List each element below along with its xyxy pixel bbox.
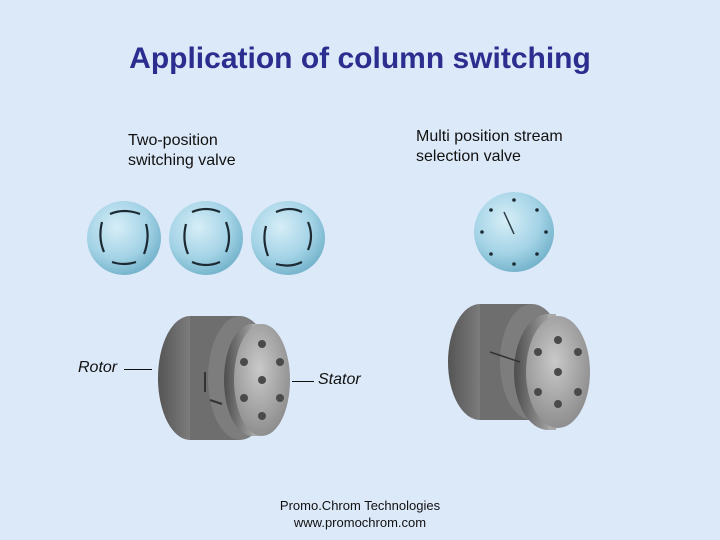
rotor-leader-line — [124, 369, 152, 370]
slide-title: Application of column switching — [129, 42, 591, 75]
two-position-label: Two-position switching valve — [128, 131, 288, 171]
valve-face-icon — [474, 192, 554, 272]
valve-face-icon — [169, 201, 243, 275]
valve-body-icon — [448, 304, 590, 430]
footer: Promo.Chrom Technologies www.promochrom.… — [210, 497, 510, 531]
two-position-label-line1: Two-position — [128, 132, 218, 149]
footer-website: www.promochrom.com — [293, 515, 427, 530]
stator-label: Stator — [318, 371, 361, 388]
rotor-label: Rotor — [78, 359, 118, 376]
multi-position-label: Multi position stream selection valve — [416, 127, 606, 167]
footer-company: Promo.Chrom Technologies — [279, 498, 441, 513]
valve-face-icon — [251, 201, 325, 275]
valve-body-icon — [158, 316, 290, 440]
stator-leader-line — [292, 381, 314, 382]
multi-position-label-line1: Multi position stream — [416, 128, 563, 145]
multi-position-label-line2: selection valve — [416, 148, 521, 165]
valve-face-icon — [87, 201, 161, 275]
two-position-label-line2: switching valve — [128, 152, 236, 169]
